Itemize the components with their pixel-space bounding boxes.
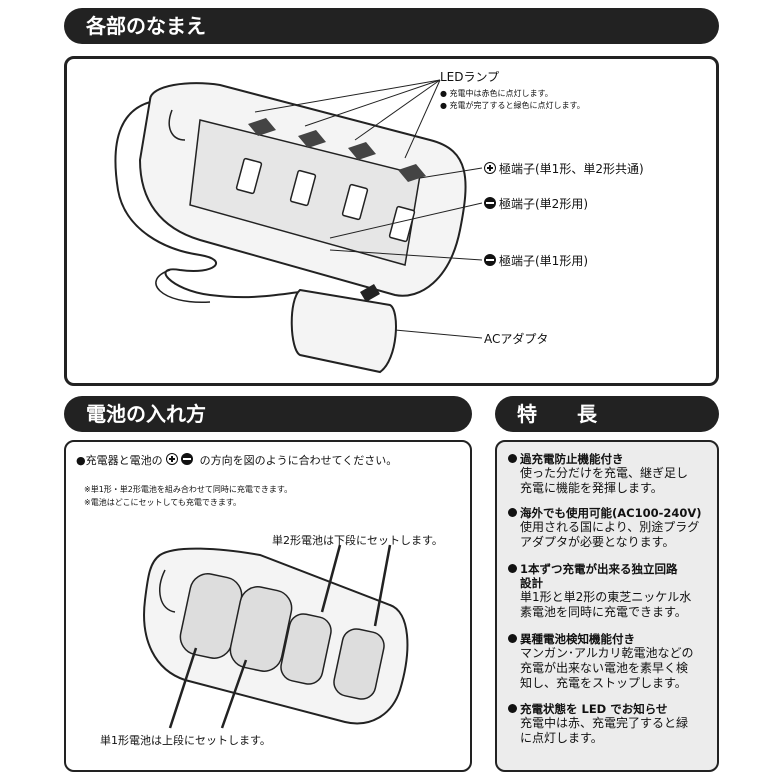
feature-title: 過充電防止機能付き (508, 452, 713, 466)
feature-title: 海外でも使用可能(AC100-240V) (508, 506, 713, 520)
feature-title: 充電状態を LED でお知らせ (508, 702, 713, 716)
parts-title: 各部のなまえ (86, 14, 206, 38)
minus-icon (484, 197, 496, 209)
features-panel (495, 440, 719, 772)
feature-desc: 充電中は赤、充電完了すると緑 (520, 716, 689, 730)
insert-header: 電池の入れ方 (64, 396, 472, 432)
features-header: 特 長 (495, 396, 719, 432)
feature-desc: 充電が出来ない電池を素早く検 (520, 661, 689, 675)
bullet-icon (508, 508, 517, 517)
feature-title-cont: 設計 (520, 576, 543, 590)
feature-desc: に点灯します。 (520, 731, 603, 745)
feature-item: 充電状態を LED でお知らせ充電中は赤、充電完了すると緑に点灯します。 (508, 702, 713, 746)
insert-instruction: ●充電器と電池の の方向を図のように合わせてください。 (76, 453, 398, 467)
parts-panel (64, 56, 719, 386)
plus-terminal-label: 極端子(単1形、単2形共通) (484, 160, 644, 177)
feature-item: 過充電防止機能付き使った分だけを充電、継ぎ足し充電に機能を発揮します。 (508, 452, 713, 496)
insert-note-1: ※単1形・単2形電池を組み合わせて同時に充電できます。 (84, 485, 293, 494)
feature-item: 1本ずつ充電が出来る独立回路設計単1形と単2形の東芝ニッケル水素電池を同時に充電… (508, 562, 713, 620)
minus-icon (484, 254, 496, 266)
feature-desc: 単1形と単2形の東芝ニッケル水 (520, 590, 692, 604)
bullet-icon (508, 454, 517, 463)
insert-note-2: ※電池はどこにセットしても充電できます。 (84, 498, 242, 507)
plus-icon (484, 162, 496, 174)
minus-terminal-d1-label: 極端子(単1形用) (484, 252, 588, 269)
bullet-icon (508, 704, 517, 713)
feature-desc: 素電池を同時に充電できます。 (520, 605, 687, 619)
plus-icon (166, 453, 179, 465)
feature-title: 1本ずつ充電が出来る独立回路 (508, 562, 713, 576)
feature-desc: 知し、充電をストップします。 (520, 676, 687, 690)
led-lamp-label: LEDランプ (440, 70, 500, 84)
feature-desc: 使った分だけを充電、継ぎ足し (520, 466, 689, 480)
minus-icon (181, 453, 194, 465)
bullet-icon (508, 634, 517, 643)
insert-title: 電池の入れ方 (86, 402, 206, 426)
led-note-2: ● 充電が完了すると緑色に点灯します。 (440, 101, 585, 110)
minus-terminal-d2-label: 極端子(単2形用) (484, 195, 588, 212)
feature-desc: マンガン･アルカリ乾電池などの (520, 646, 694, 660)
ac-adapter-label: ACアダプタ (484, 332, 549, 346)
feature-desc: アダプタが必要となります。 (520, 535, 675, 549)
bullet-icon (508, 564, 517, 573)
parts-header: 各部のなまえ (64, 8, 719, 44)
feature-item: 海外でも使用可能(AC100-240V)使用される国により、別途プラグアダプタが… (508, 506, 713, 550)
feature-item: 異種電池検知機能付きマンガン･アルカリ乾電池などの充電が出来ない電池を素早く検知… (508, 632, 713, 691)
d1-battery-label: 単1形電池は上段にセットします。 (100, 734, 271, 747)
feature-desc: 充電に機能を発揮します。 (520, 481, 663, 495)
d2-battery-label: 単2形電池は下段にセットします。 (272, 534, 443, 547)
led-note-1: ● 充電中は赤色に点灯します。 (440, 89, 553, 98)
features-title: 特 長 (517, 402, 597, 426)
feature-title: 異種電池検知機能付き (508, 632, 713, 646)
feature-desc: 使用される国により、別途プラグ (520, 520, 700, 534)
